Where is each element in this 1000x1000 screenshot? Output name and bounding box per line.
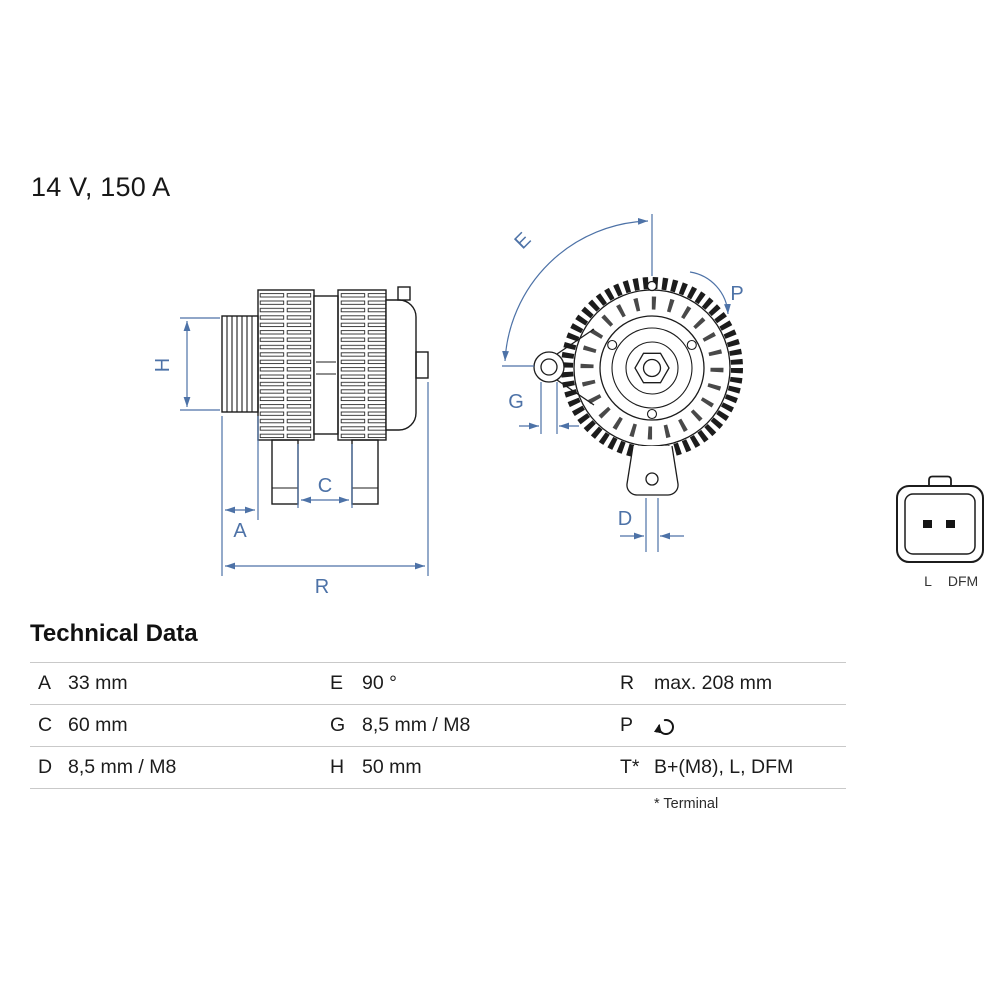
dimension-D: [620, 498, 684, 552]
fan-vanes: [580, 296, 724, 440]
dimension-H: [180, 317, 220, 411]
alternator-side-view: [221, 286, 429, 505]
voltage-amperage-rating: 14 V, 150 A: [31, 172, 171, 202]
bottom-mounting-lug: [626, 445, 679, 496]
dim-key-D: D: [38, 756, 53, 778]
alternator-front-view: [533, 277, 743, 496]
shaft-nut: [634, 352, 670, 384]
technical-data-table: A 33 mm E 90 ° R max. 208 mm C 60 mm G 8…: [30, 662, 846, 789]
rotation-icon: [654, 718, 674, 735]
rotation-arrow-P: [689, 271, 731, 315]
top-mount-hole: [646, 280, 658, 292]
dim-label-E: E: [511, 229, 536, 254]
housing-band-detail: [316, 361, 336, 375]
front-view-dimensions: [502, 214, 731, 552]
connector-label-L: L: [924, 573, 932, 589]
dim-label-G: G: [508, 391, 524, 413]
dim-key-G: G: [330, 714, 346, 736]
dim-label-A: A: [233, 520, 247, 542]
connector-tab: [928, 475, 952, 486]
dim-label-R: R: [315, 576, 329, 598]
dim-key-P: P: [620, 714, 634, 736]
dim-key-H: H: [330, 756, 345, 778]
table-row-3: D 8,5 mm / M8 H 50 mm T* B+(M8), L, DFM: [30, 746, 846, 788]
dim-value-E: 90 °: [362, 672, 397, 694]
rear-cover: [385, 299, 417, 431]
pin-L: [923, 520, 932, 528]
dim-value-A: 33 mm: [68, 672, 128, 694]
rear-housing-fins: [337, 289, 387, 441]
terminal-footnote: * Terminal: [654, 796, 719, 812]
dim-key-E: E: [330, 672, 344, 694]
dim-key-R: R: [620, 672, 635, 694]
dim-value-G: 8,5 mm / M8: [362, 714, 471, 736]
dim-label-D: D: [618, 508, 632, 530]
dimension-A: [221, 416, 259, 576]
table-row-2: C 60 mm G 8,5 mm / M8 P: [30, 704, 846, 746]
technical-data-title: Technical Data: [30, 620, 198, 647]
dim-value-D: 8,5 mm / M8: [68, 756, 177, 778]
dim-key-A: A: [38, 672, 52, 694]
front-housing-fins: [257, 289, 315, 441]
pin-DFM: [946, 520, 955, 528]
table-row-1: A 33 mm E 90 ° R max. 208 mm: [30, 662, 846, 704]
dimension-C: [297, 444, 353, 508]
dim-value-R: max. 208 mm: [654, 672, 773, 694]
dim-key-T: T*: [620, 756, 640, 778]
dim-value-T: B+(M8), L, DFM: [654, 756, 794, 778]
b-plus-terminal: [415, 351, 429, 379]
dim-label-C: C: [318, 475, 332, 497]
plug-connector: [896, 475, 984, 563]
housing-band: [313, 295, 339, 435]
dim-key-C: C: [38, 714, 53, 736]
dim-label-H: H: [152, 358, 174, 372]
dim-value-H: 50 mm: [362, 756, 422, 778]
side-view-dimensions: [180, 317, 429, 576]
dim-label-P: P: [730, 283, 743, 305]
dimension-R: [225, 382, 429, 576]
rotation-direction-cell: [654, 714, 846, 738]
dimension-E: [502, 214, 653, 367]
dimension-G: [519, 382, 579, 434]
drive-ring-teeth: [561, 277, 743, 459]
technical-data-section: Technical Data A 33 mm E 90 ° R max. 208…: [30, 620, 846, 812]
terminal-stud: [397, 286, 411, 301]
dim-value-C: 60 mm: [68, 714, 128, 736]
connector-label-DFM: DFM: [948, 573, 978, 589]
pulley: [221, 315, 259, 413]
